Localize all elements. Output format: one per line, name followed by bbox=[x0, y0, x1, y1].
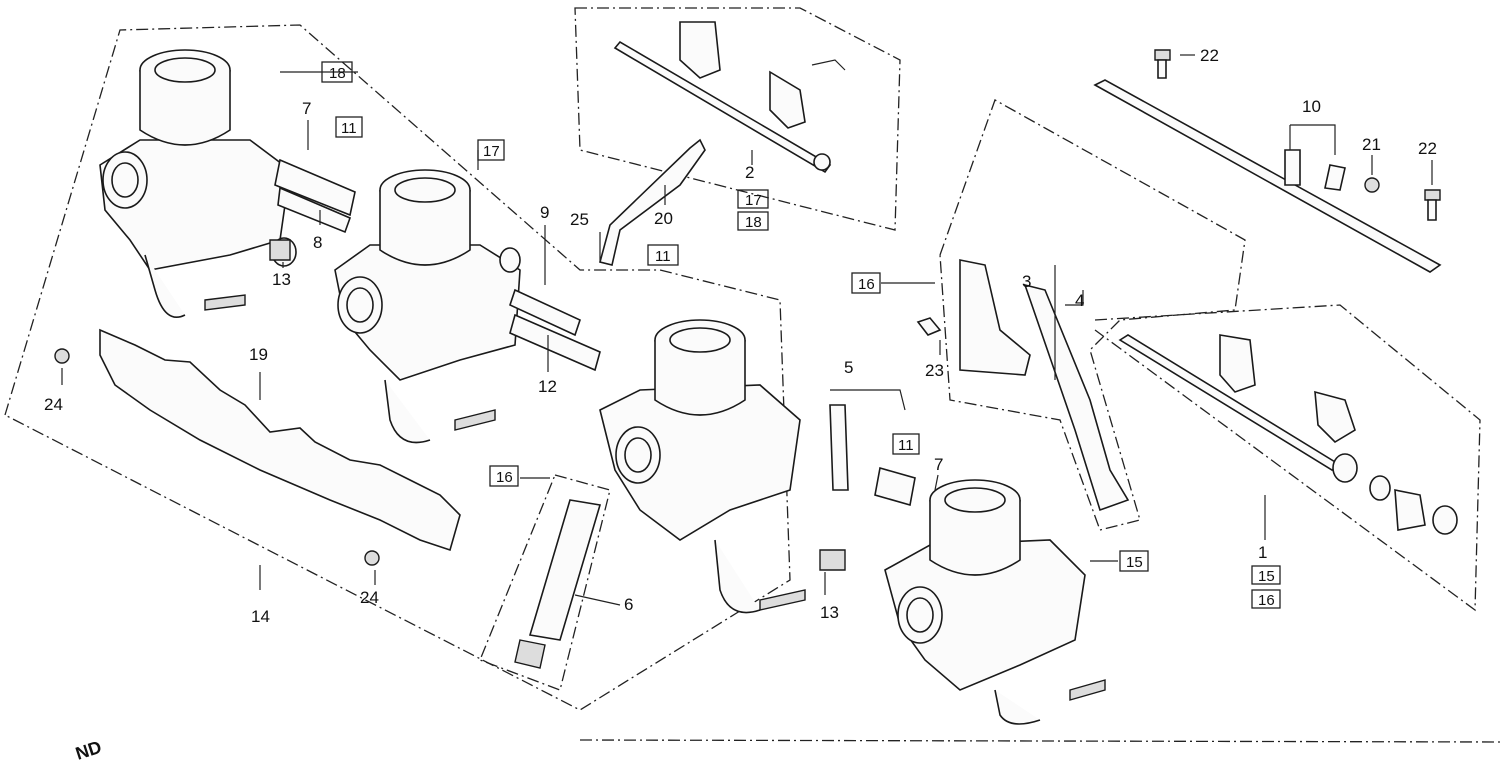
callout-5: 5 bbox=[844, 358, 853, 377]
callout-24-bottom: 24 bbox=[360, 588, 379, 607]
boxed-ref-16-right: 16 bbox=[858, 276, 875, 293]
callout-7-left: 7 bbox=[302, 99, 311, 118]
callout-14: 14 bbox=[251, 607, 270, 626]
bracket-plate-19 bbox=[99, 328, 461, 552]
rail-lower-right bbox=[1118, 334, 1458, 535]
carburetor-icon bbox=[599, 319, 806, 614]
screws bbox=[54, 49, 1441, 566]
callout-7-right: 7 bbox=[934, 455, 943, 474]
carburetor-icon bbox=[99, 49, 297, 318]
boxed-ref-16-center: 16 bbox=[496, 469, 513, 486]
callout-20: 20 bbox=[654, 209, 673, 228]
callout-22-top: 22 bbox=[1200, 46, 1219, 65]
leader-lines bbox=[61, 54, 1433, 606]
rail-upper-right bbox=[1093, 79, 1442, 273]
boxed-ref-17-middle: 17 bbox=[483, 143, 500, 160]
boxed-ref-18-top: 18 bbox=[329, 65, 346, 82]
corner-fragment-text: ND bbox=[73, 737, 104, 763]
callout-19: 19 bbox=[249, 345, 268, 364]
hoses-and-fittings bbox=[269, 138, 1130, 669]
callout-8: 8 bbox=[313, 233, 322, 252]
callout-10: 10 bbox=[1302, 97, 1321, 116]
boxed-ref-11-right: 11 bbox=[898, 437, 914, 454]
boxed-ref-16-rail: 16 bbox=[1258, 592, 1275, 609]
boxed-ref-15-rail: 15 bbox=[1258, 568, 1275, 585]
boxed-ref-17-top: 17 bbox=[745, 192, 762, 209]
callout-13-center: 13 bbox=[820, 603, 839, 622]
callout-13-left: 13 bbox=[272, 270, 291, 289]
carburetor-icon bbox=[334, 169, 521, 444]
callout-25: 25 bbox=[570, 210, 589, 229]
boxed-ref-18-top-right: 18 bbox=[745, 214, 762, 231]
callout-23: 23 bbox=[925, 361, 944, 380]
assembly-outlines bbox=[4, 7, 1500, 743]
callout-2: 2 bbox=[745, 163, 754, 182]
link-plate-top bbox=[613, 21, 846, 174]
callout-labels: 1 2 3 4 5 6 7 7 8 9 10 12 13 13 14 19 20… bbox=[44, 46, 1437, 626]
parts bbox=[54, 21, 1458, 725]
callout-22-right: 22 bbox=[1418, 139, 1437, 158]
callout-24-left: 24 bbox=[44, 395, 63, 414]
callout-1: 1 bbox=[1258, 543, 1267, 562]
callout-3: 3 bbox=[1022, 272, 1031, 291]
boxed-ref-11-center: 11 bbox=[655, 248, 671, 265]
boxed-ref-15-carb: 15 bbox=[1126, 554, 1143, 571]
boxed-ref-11-left: 11 bbox=[341, 120, 357, 137]
callout-4: 4 bbox=[1075, 291, 1084, 310]
callout-12: 12 bbox=[538, 377, 557, 396]
carburetor-icon bbox=[884, 479, 1106, 725]
callout-21: 21 bbox=[1362, 135, 1381, 154]
callout-6: 6 bbox=[624, 595, 633, 614]
callout-9: 9 bbox=[540, 203, 549, 222]
boxed-references: 18 11 17 17 18 11 16 16 11 15 15 16 bbox=[321, 61, 1281, 609]
